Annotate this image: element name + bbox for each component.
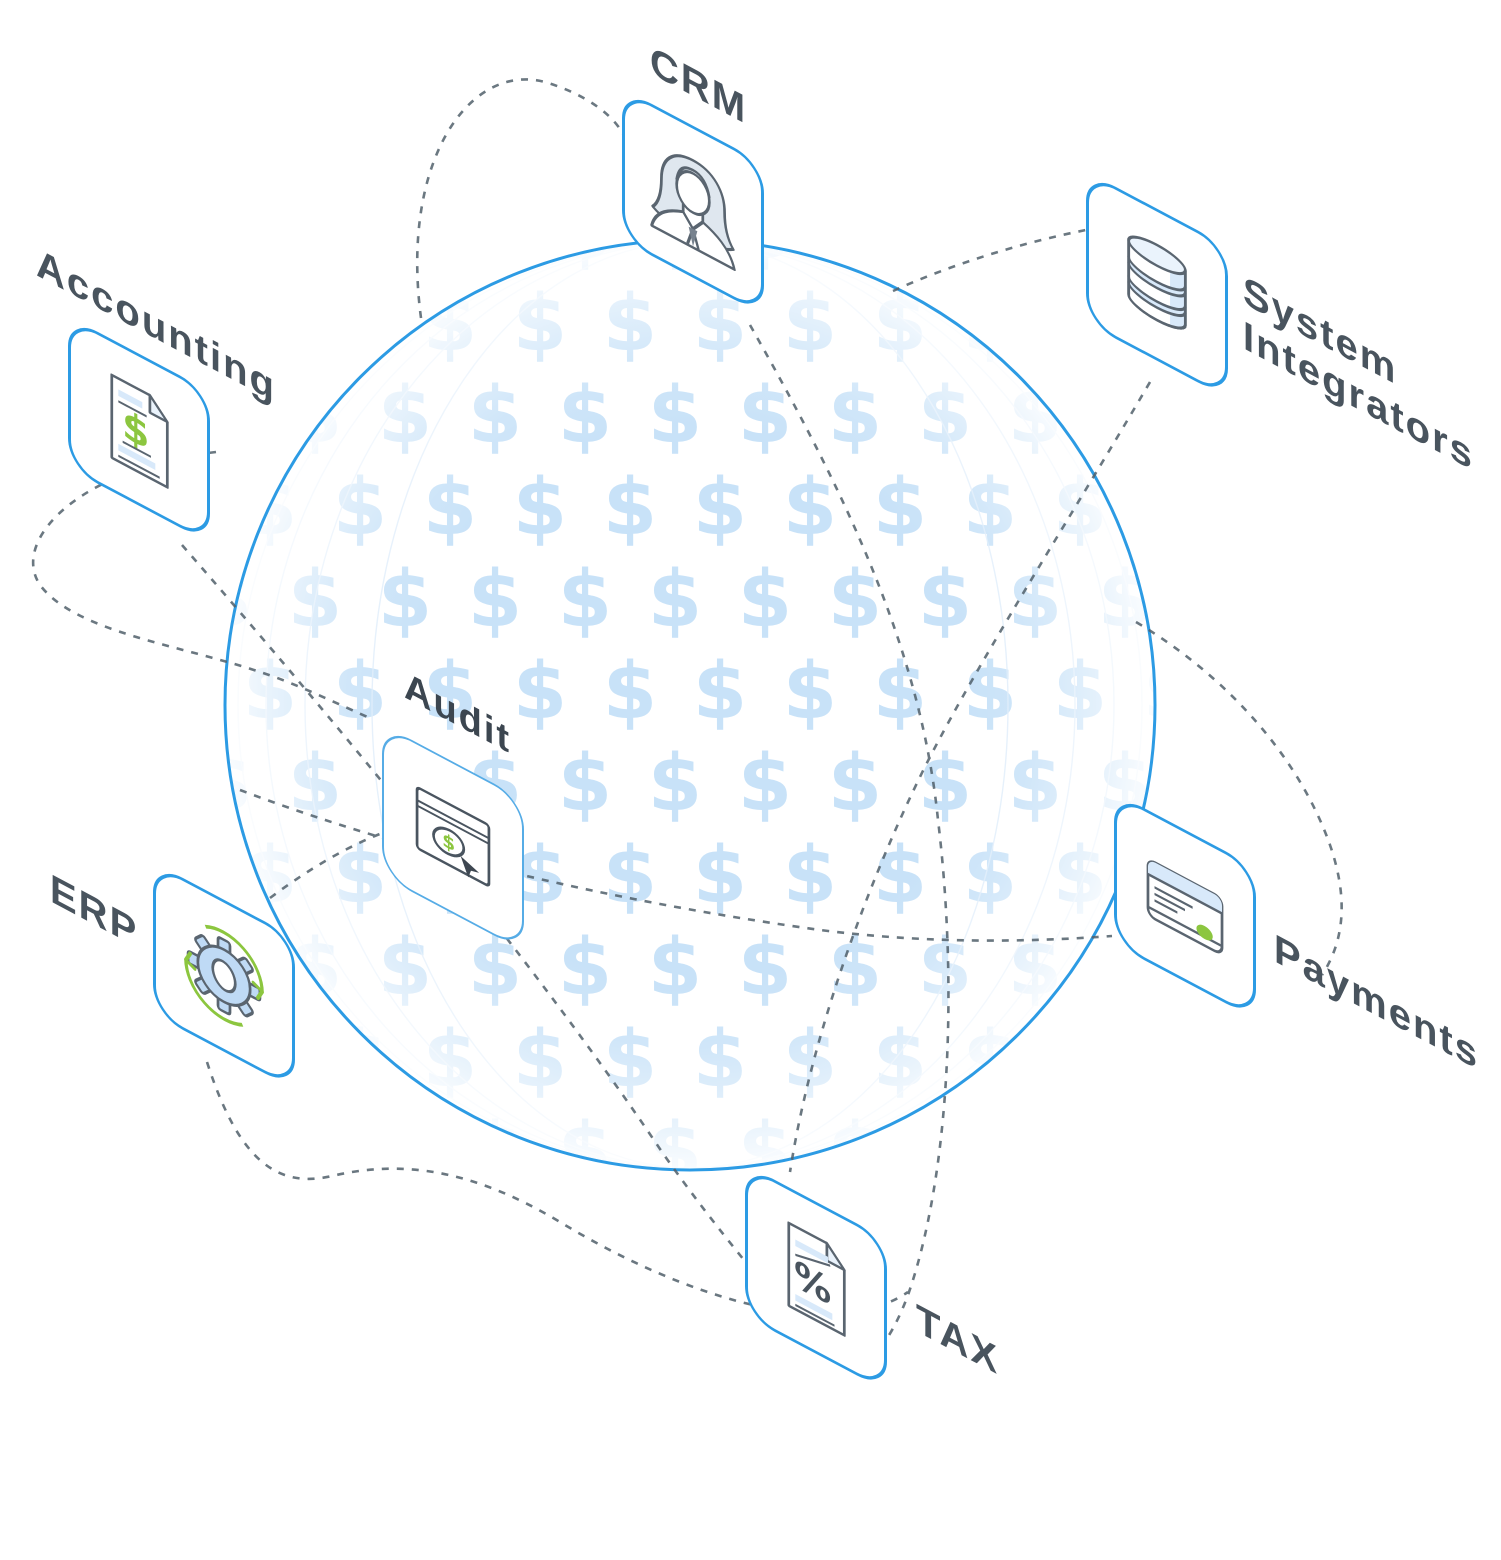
audit-monitor-icon: $ (415, 786, 491, 887)
dollar-document-icon: $ (110, 373, 169, 489)
magnifier-lens (432, 826, 466, 858)
window-toolbar-lines (417, 799, 489, 845)
node-card-payments (1114, 792, 1256, 1020)
document-stripe-bottom (118, 443, 156, 471)
document-line-bottom (118, 454, 160, 479)
gear-hole (211, 958, 237, 994)
orbit-right-arc (1135, 620, 1343, 976)
node-card-accounting: $ (68, 316, 210, 544)
person-fringe (675, 166, 711, 198)
node-card-crm (622, 88, 764, 316)
cursor-icon (460, 855, 480, 878)
card-top-band (1147, 861, 1223, 914)
database-icon (1127, 235, 1187, 330)
person-lapel-right (691, 220, 704, 250)
document-fold (825, 1241, 846, 1272)
dollar-glyph: $ (442, 828, 455, 856)
document-line-top (795, 1253, 831, 1267)
document-fold (148, 393, 169, 424)
node-card-audit: $ (382, 724, 524, 952)
window-outline (415, 786, 491, 887)
node-card-erp (153, 862, 295, 1090)
connector-crm-tax (748, 324, 950, 1369)
connector-erp-globe (269, 830, 386, 900)
document-line-bottom (795, 1303, 835, 1327)
credit-card-icon (1146, 860, 1224, 954)
database-top (1127, 235, 1187, 276)
person-face (675, 170, 711, 217)
person-icon (650, 154, 736, 272)
card-text-lines (1154, 886, 1193, 914)
document-stripe-bottom (795, 1293, 833, 1321)
database-outline (1127, 239, 1187, 330)
node-card-system-integrators (1086, 171, 1228, 399)
sync-arrows (184, 924, 264, 1027)
document-stripe-top (795, 1239, 828, 1264)
gear-sync-icon (184, 924, 264, 1027)
node-card-tax: % (745, 1164, 887, 1392)
percent-document-icon: % (787, 1221, 846, 1337)
connector-accounting-tax (181, 544, 746, 1261)
green-dot (1196, 924, 1213, 941)
dollar-globe (223, 238, 1157, 1172)
document-stripe-top (118, 389, 143, 409)
card-band-line (1147, 872, 1223, 915)
globe-edge-fade (227, 242, 1153, 1168)
person-tie (688, 226, 698, 247)
connector-crm-system-integrators (892, 228, 1087, 293)
document-line-mid (122, 440, 151, 458)
document-line-top (118, 400, 147, 418)
database-shading (1170, 272, 1186, 327)
orbit-crm-loop (415, 78, 627, 319)
gear (186, 934, 262, 1018)
database-band-lines (1127, 255, 1187, 318)
